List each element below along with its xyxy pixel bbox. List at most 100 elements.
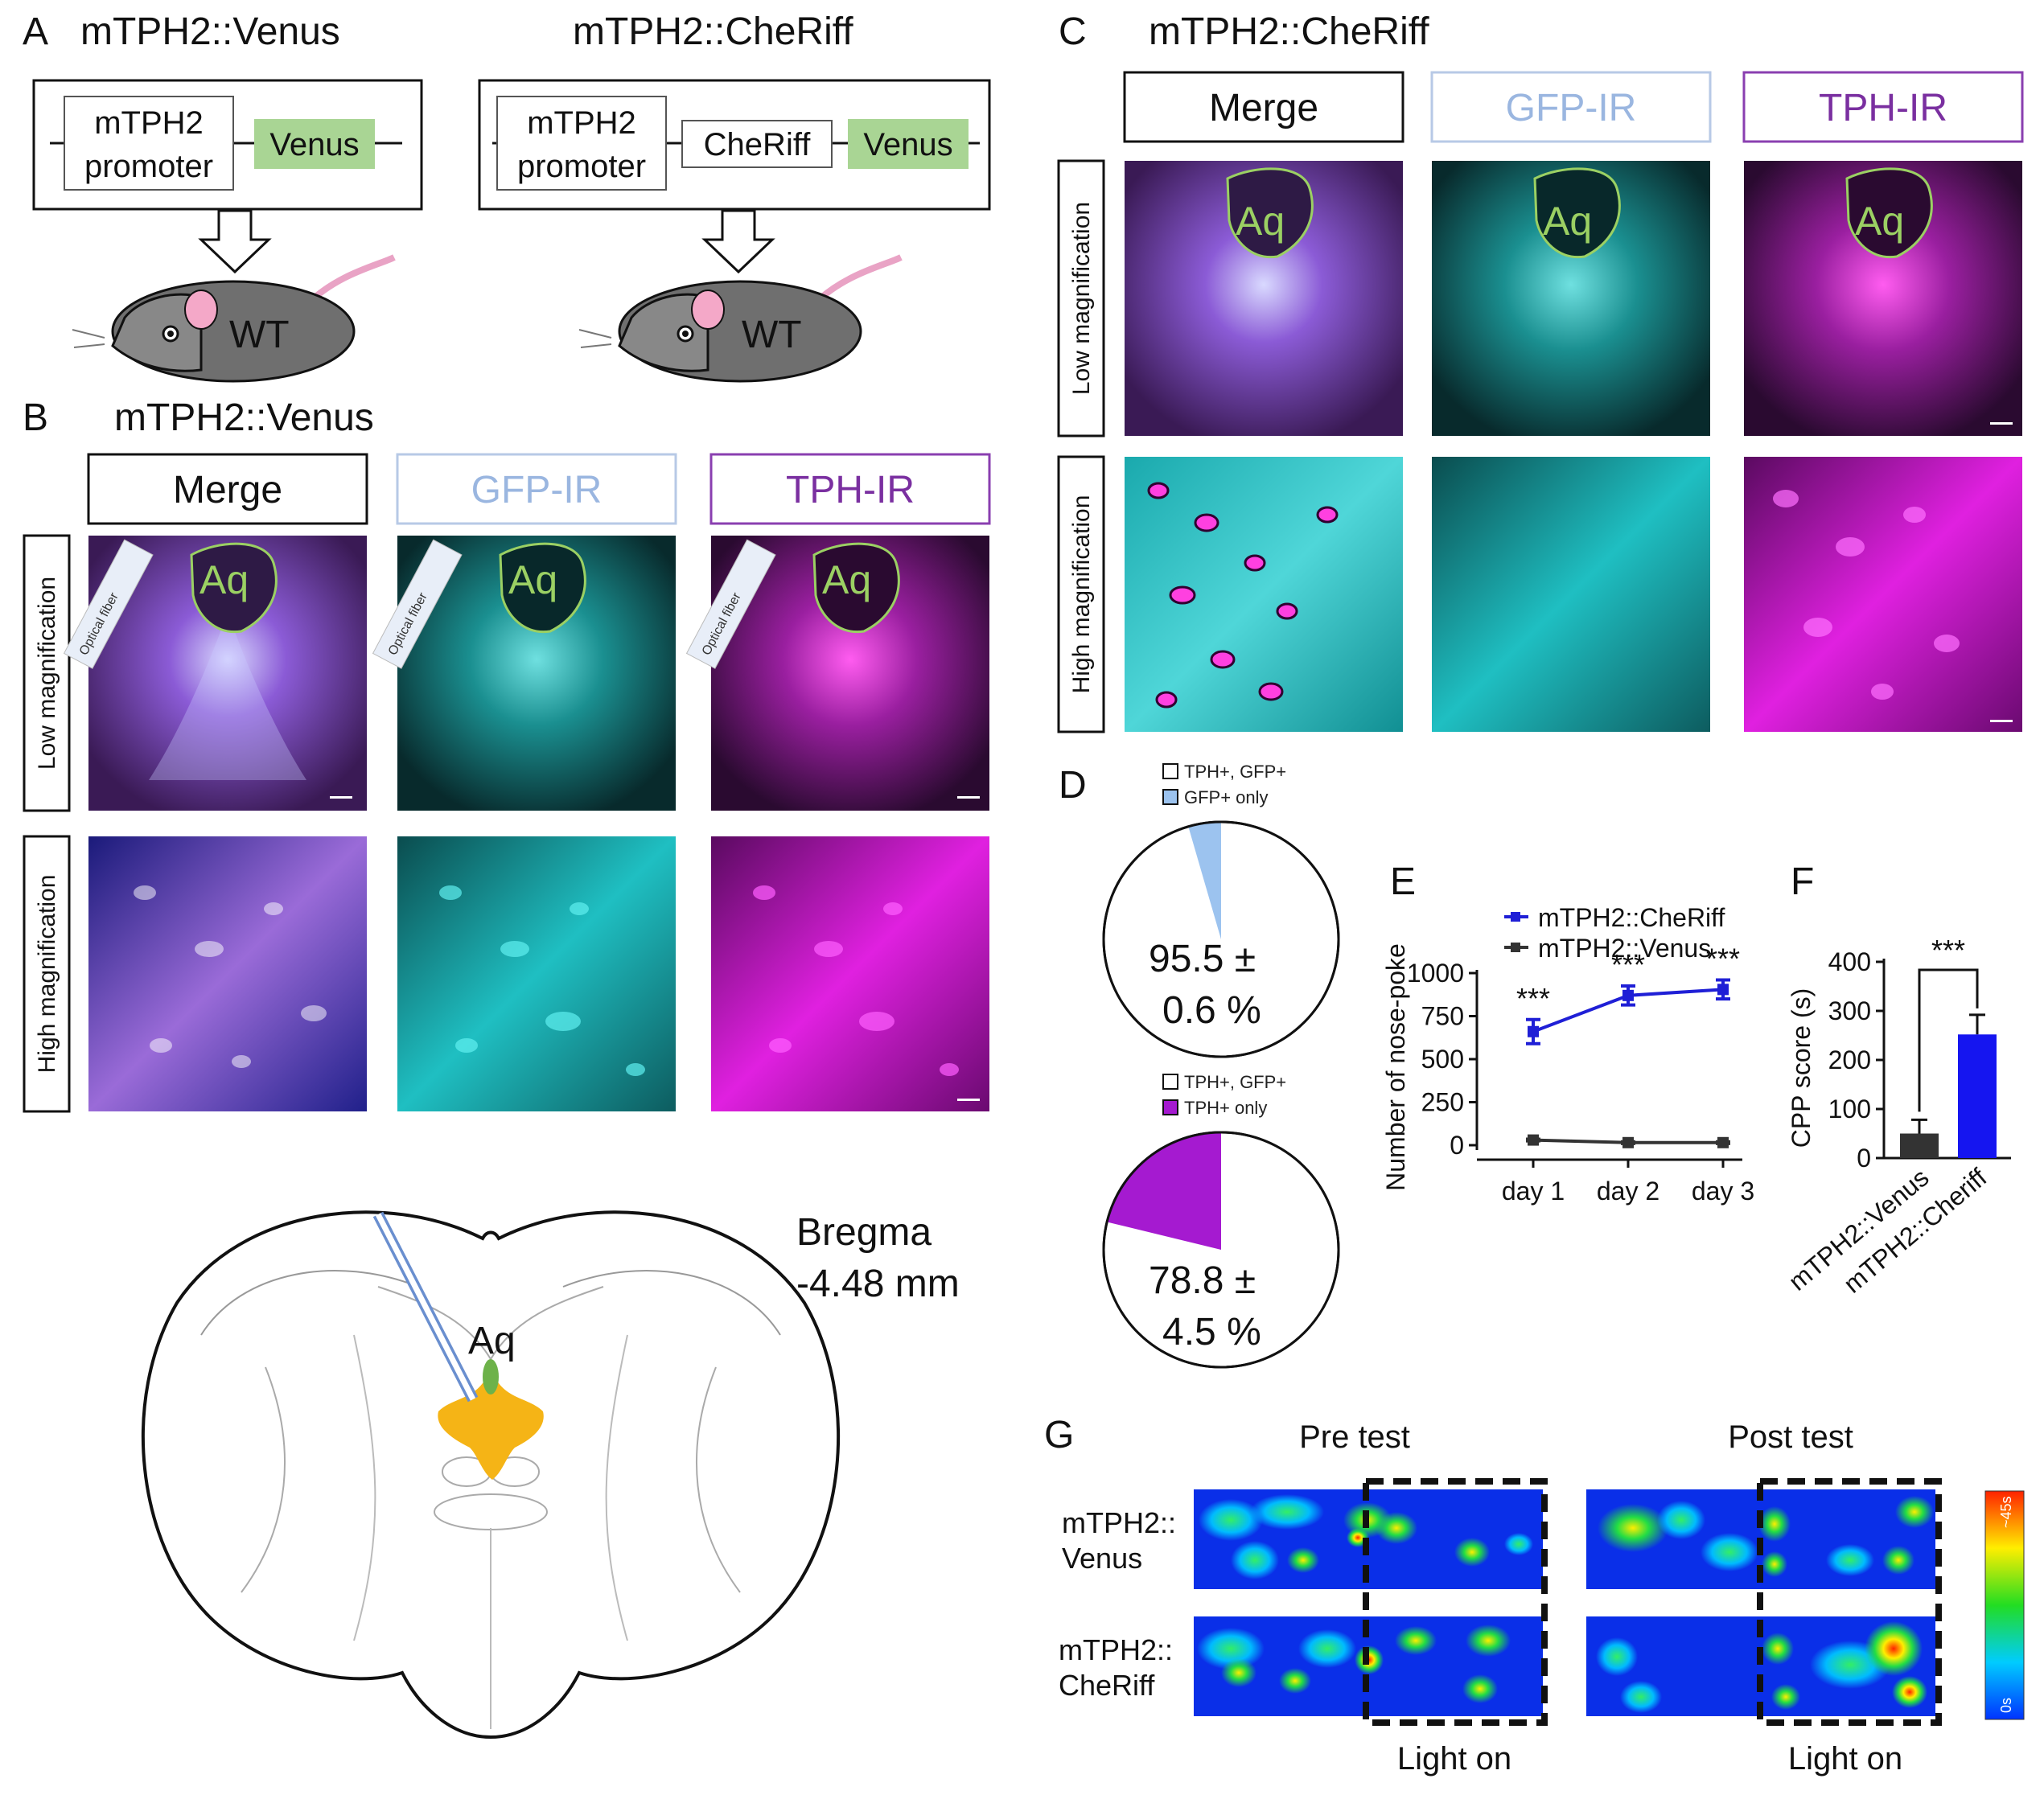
significance-marker: *** — [1706, 943, 1740, 976]
image-b-gfp-low: Aq Optical fiber — [372, 536, 676, 811]
y-tick-label: 250 — [1421, 1088, 1464, 1117]
pie-slice-minor — [1107, 1132, 1221, 1250]
legend-swatch-both-1 — [1162, 763, 1178, 779]
data-point — [1528, 1025, 1539, 1037]
significance-bracket — [1918, 968, 1979, 1112]
mouse-left: WT — [72, 254, 396, 383]
y-tick-label: 400 — [1828, 947, 1871, 976]
y-tick-label: 0 — [1450, 1131, 1464, 1160]
heatmap-cheriff-post — [1586, 1616, 1935, 1716]
row-label-high-b: High magnification — [34, 875, 60, 1074]
promoter-label-line2-right: promoter — [517, 149, 646, 184]
row-label-box-high-c — [1057, 455, 1105, 733]
aq-label: Aq — [822, 557, 871, 602]
cells-tph-c — [1773, 490, 1960, 700]
pie1-label-line1: 95.5 ± — [1149, 938, 1256, 980]
legend-text-gfp-only: GFP+ only — [1184, 787, 1269, 807]
row-label-high-c: High magnification — [1068, 495, 1095, 694]
venus-label-right: Venus — [863, 127, 952, 162]
panel-c-title: mTPH2::CheRiff — [1149, 10, 1429, 53]
scale-bottom-label: 0s — [1998, 1698, 2014, 1713]
pie-chart-tph — [1102, 1131, 1340, 1369]
panel-letter-d: D — [1059, 764, 1087, 807]
pie1-label-line2: 0.6 % — [1162, 989, 1261, 1032]
header-merge-b — [87, 453, 368, 525]
bar — [1958, 1034, 1997, 1158]
down-arrow-left — [198, 209, 272, 274]
header-merge-c-label: Merge — [1209, 87, 1318, 129]
pie-slice-minor — [1188, 822, 1221, 939]
row-label-box-low-c — [1057, 159, 1105, 437]
image-c-merge-low: Aq — [1125, 161, 1403, 436]
bar — [1900, 1133, 1939, 1158]
header-tph-b-label: TPH-IR — [786, 469, 915, 511]
heatmap-color-scale — [1984, 1490, 2025, 1720]
bregma-value: -4.48 mm — [796, 1263, 960, 1305]
data-point — [1528, 1134, 1539, 1146]
mouse-label-right: WT — [742, 314, 802, 356]
legend-text-tph-only: TPH+ only — [1184, 1098, 1267, 1118]
data-point — [1622, 1136, 1634, 1148]
image-c-tph-low: Aq — [1744, 161, 2022, 436]
header-merge-c — [1123, 71, 1404, 143]
header-gfp-c — [1430, 71, 1712, 143]
cheriff-box — [681, 120, 833, 168]
data-point — [1622, 989, 1634, 1001]
legend-text-both-1: TPH+, GFP+ — [1184, 762, 1286, 782]
venus-box-right — [848, 119, 969, 169]
y-tick-label: 500 — [1421, 1045, 1464, 1074]
down-arrow-right — [701, 209, 775, 274]
x-tick-label: day 2 — [1597, 1177, 1659, 1206]
brain-atlas-section: Aq — [141, 1210, 841, 1740]
panel-g: G Pre test Post test mTPH2:: Venus mTPH2… — [1044, 1414, 2025, 1777]
y-tick-label: 100 — [1828, 1095, 1871, 1123]
legend-label: mTPH2::Venus — [1538, 934, 1711, 963]
pie-outline — [1102, 820, 1340, 1058]
cells-merge-c — [1147, 482, 1339, 709]
aq-label: Aq — [199, 557, 249, 602]
panel-d: D TPH+, GFP+ GFP+ only 95.5 ± 0.6 % TPH+… — [1059, 762, 1340, 1369]
pie-outline — [1102, 1131, 1340, 1369]
legend-marker — [1511, 912, 1520, 922]
panel-letter-b: B — [23, 396, 48, 439]
cheriff-label: CheRiff — [704, 127, 812, 162]
cells-gfp-b — [439, 885, 645, 1076]
light-on-zone-post — [1757, 1478, 1942, 1726]
panel-b-title: mTPH2::Venus — [114, 396, 374, 439]
atlas-aq-label: Aq — [468, 1320, 516, 1362]
image-b-merge-low: Aq Optical fiber — [63, 536, 367, 811]
y-tick-label: 750 — [1421, 1002, 1464, 1031]
x-tick-label: day 3 — [1692, 1177, 1754, 1206]
pie2-label-line1: 78.8 ± — [1149, 1259, 1256, 1302]
light-on-zone-pre — [1363, 1478, 1548, 1726]
pie2-label-line2: 4.5 % — [1162, 1311, 1261, 1353]
row-label-low-c: Low magnification — [1068, 202, 1095, 395]
aq-label: Aq — [1236, 199, 1285, 244]
y-tick-label: 0 — [1857, 1144, 1871, 1173]
aq-label: Aq — [508, 557, 557, 602]
y-tick-label: 300 — [1828, 996, 1871, 1025]
header-merge-b-label: Merge — [173, 469, 282, 511]
panel-a: A mTPH2::Venus mTPH2::CheRiff mTPH2 prom… — [23, 10, 991, 383]
row-label-box-low-b — [23, 534, 71, 812]
header-tph-b — [709, 453, 991, 525]
header-gfp-c-label: GFP-IR — [1506, 87, 1637, 129]
image-c-gfp-high — [1432, 457, 1710, 732]
mouse-label-left: WT — [229, 314, 290, 356]
heatmap-venus-pre — [1194, 1489, 1543, 1589]
image-b-merge-high — [88, 836, 367, 1111]
column-label-pre: Pre test — [1299, 1419, 1410, 1455]
construct-box-venus — [32, 79, 423, 211]
data-point — [1717, 984, 1729, 996]
venus-box — [254, 119, 375, 169]
panel-b: B mTPH2::Venus Merge GFP-IR TPH-IR Low m… — [23, 396, 991, 1740]
cells-tph-b — [753, 885, 959, 1076]
y-tick-label: 1000 — [1407, 959, 1464, 988]
y-tick-label: 200 — [1828, 1045, 1871, 1074]
panel-letter-c: C — [1059, 10, 1087, 53]
row-label-low-b: Low magnification — [34, 577, 60, 770]
image-c-gfp-low: Aq — [1432, 161, 1710, 436]
promoter-label-line2: promoter — [84, 149, 213, 184]
